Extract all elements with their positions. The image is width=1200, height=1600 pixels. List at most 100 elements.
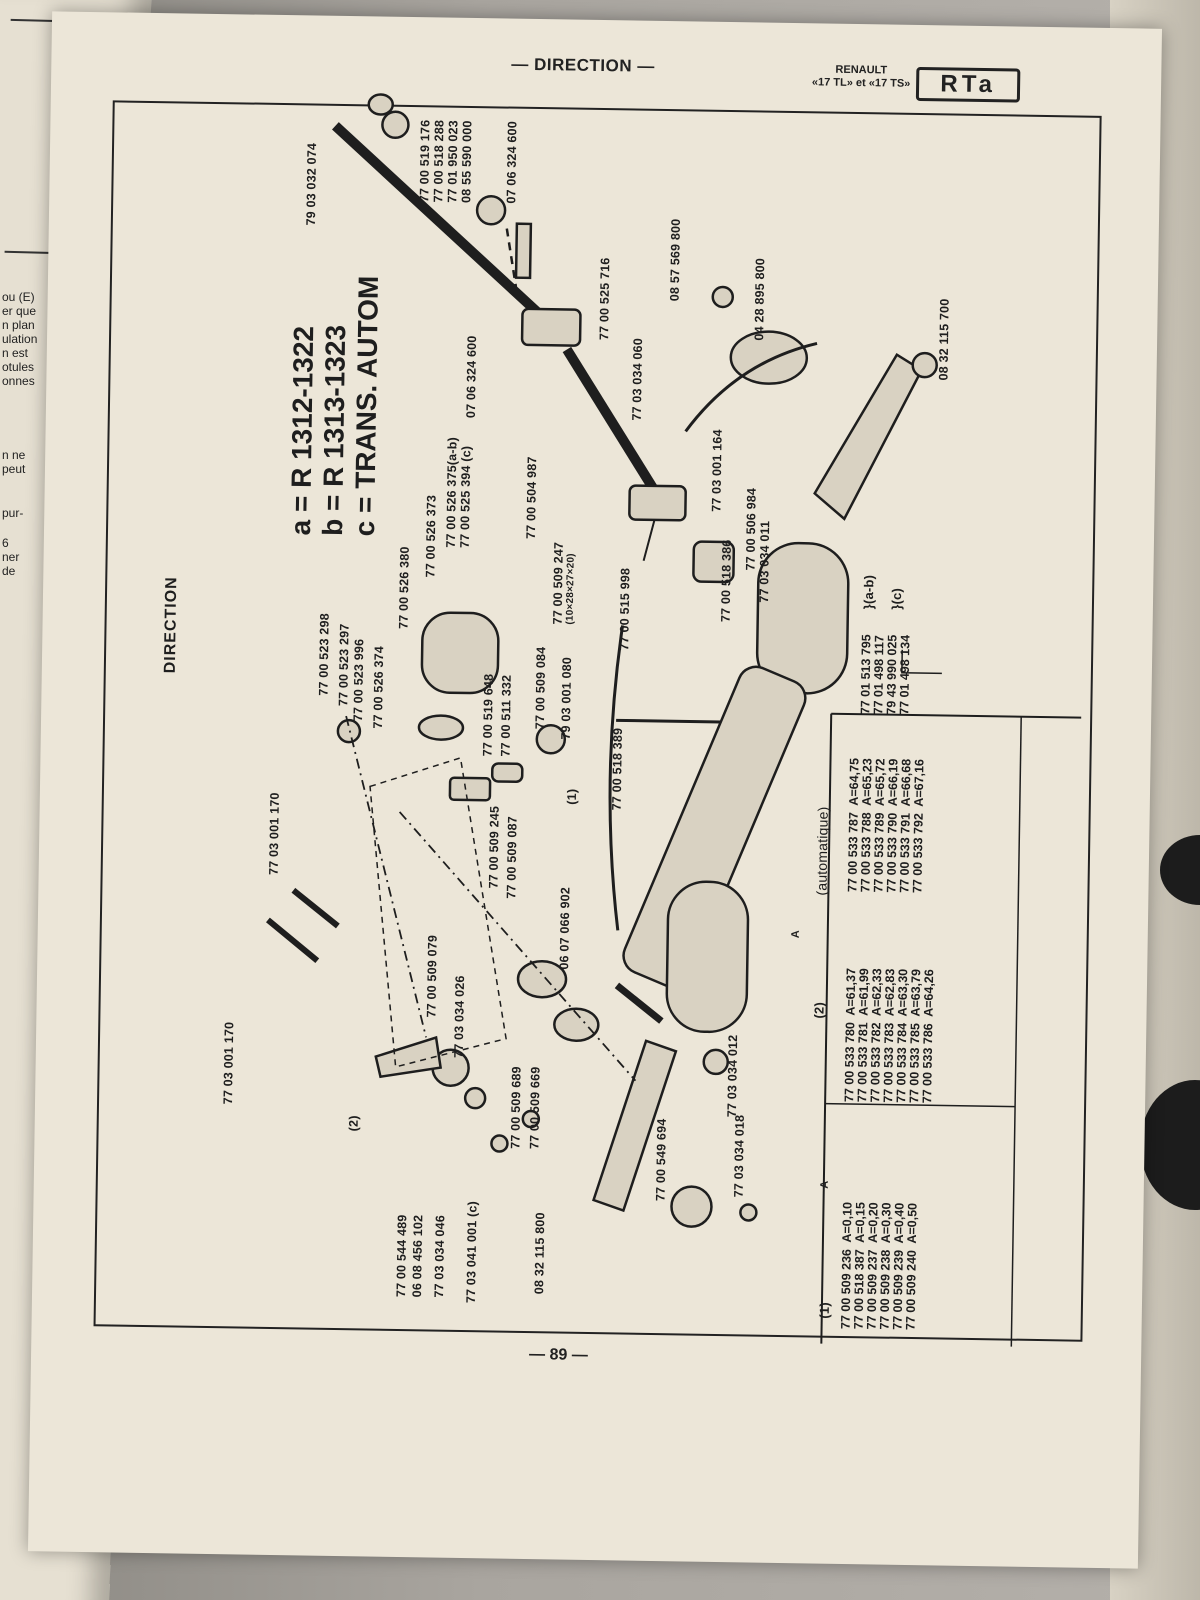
- left-page-line: ner: [2, 550, 20, 564]
- nut: [739, 1203, 758, 1222]
- ball-joint-boot: [670, 1185, 713, 1228]
- part-label: 77 00 509 079: [424, 934, 440, 1018]
- table-divider: [825, 1102, 1016, 1108]
- assembly-dash: [505, 228, 518, 287]
- part-label: 77 00 525 394 (c): [457, 445, 474, 549]
- part-label: 08 32 115 700: [936, 298, 952, 381]
- cut-line: [616, 718, 722, 724]
- bolt: [514, 222, 533, 280]
- part-label: 77 00 523 298: [316, 613, 332, 696]
- section-title: DIRECTION: [161, 576, 181, 674]
- clip: [711, 285, 735, 309]
- part-label: 77 00 509 245: [486, 805, 502, 889]
- part-label: 77 03 001 170: [221, 1021, 237, 1105]
- bracket-group: 77 01 513 795 77 01 498 117 79 43 990 02…: [858, 634, 913, 715]
- part-label: 77 00 544 489: [394, 1214, 410, 1298]
- part-label: 77 00 519 648: [480, 673, 496, 757]
- part-number: 77 00 533 792: [910, 813, 926, 894]
- part-label: (2): [346, 1115, 361, 1132]
- part-label: 77 00 515 998: [617, 567, 633, 651]
- part-label: 77 00 525 716: [597, 257, 613, 341]
- plunger: [448, 776, 492, 802]
- housing-outline-dashed: [369, 756, 507, 1068]
- part-label: 77 03 034 018: [731, 1114, 747, 1198]
- table-divider: [1010, 716, 1022, 1347]
- table1-row: 77 00 509 240 A=0,50: [904, 1202, 920, 1330]
- snap-ring: [367, 93, 394, 116]
- part-label: 77 00 504 987: [523, 456, 540, 540]
- part-label: 77 00 523 996: [351, 638, 367, 722]
- intermediate-shaft: [562, 346, 659, 494]
- left-page-line: n plan: [2, 318, 35, 332]
- left-page-line: ou (E): [2, 290, 35, 304]
- ball-joint: [911, 351, 938, 379]
- part-label: 06 08 456 102: [410, 1214, 426, 1298]
- part-label: 77 03 034 012: [724, 1034, 741, 1118]
- part-label: 77 00 523 297: [336, 623, 352, 707]
- part-label: 08 55 590 000: [459, 120, 475, 204]
- part-label: 04 28 895 800: [752, 257, 768, 341]
- cover-plate: [535, 724, 567, 755]
- part-label: 77 03 034 026: [451, 975, 468, 1059]
- o-ring: [417, 714, 465, 741]
- end-plate: [516, 959, 568, 999]
- bolt: [291, 887, 340, 929]
- tie-rod-left: [591, 1039, 678, 1213]
- part-label: 77 00 509 247: [550, 541, 566, 625]
- part-label: 06 07 066 902: [557, 886, 573, 970]
- left-page-line: 6: [2, 536, 9, 550]
- part-label: 77 03 034 046: [432, 1214, 448, 1298]
- part-label: 77 00 526 373: [423, 494, 439, 578]
- cut-line: [684, 341, 818, 433]
- nut: [490, 1134, 509, 1153]
- table2-note: (automatique): [813, 806, 831, 896]
- part-label: 77 00 519 176: [417, 119, 433, 203]
- exploded-diagram: [266, 93, 1082, 1347]
- left-page-line: otules: [2, 360, 35, 374]
- nut: [521, 1109, 541, 1129]
- bracket-label-ab: }(a-b): [860, 574, 877, 610]
- part-label: (1): [564, 788, 580, 805]
- manual-page: — DIRECTION — RENAULT «17 TL» et «17 TS»…: [27, 11, 1163, 1569]
- table2-col2: 77 00 533 787 A=64,75 77 00 533 788 A=65…: [845, 758, 927, 894]
- bearing: [381, 110, 410, 140]
- nut: [702, 1048, 729, 1076]
- part-label: 77 03 041 001 (c): [463, 1200, 480, 1304]
- left-page-line: peut: [2, 462, 26, 476]
- steering-column-shaft: [332, 122, 571, 344]
- left-page-text: ou (E) er que n plan ulation n est otule…: [2, 290, 37, 578]
- dimension: A=0,50: [904, 1202, 920, 1244]
- bracket: [374, 1035, 443, 1079]
- flange: [628, 484, 687, 522]
- center-line: [398, 811, 637, 1082]
- left-page-line: n ne: [2, 448, 26, 462]
- table-divider: [820, 713, 833, 1344]
- part-label: 77 00 518 389: [609, 727, 625, 811]
- table2-row: 77 00 533 786 A=64,26: [920, 969, 936, 1104]
- dimension: A=67,16: [911, 758, 927, 807]
- cut-line: [608, 625, 625, 931]
- part-label: 77 03 034 011: [756, 520, 773, 603]
- bracket-label-c: }(c): [888, 587, 905, 610]
- part-label: 77 00 509 669: [527, 1066, 543, 1150]
- left-page-line: pur-: [2, 506, 24, 520]
- part-label: 77 01 950 023: [445, 120, 461, 203]
- center-line: [345, 715, 427, 1038]
- part-label: 77 00 509 084: [532, 646, 549, 730]
- table2-col1: 77 00 533 780 A=61,37 77 00 533 781 A=61…: [842, 968, 936, 1104]
- part-label: 77 00 509 087: [504, 816, 520, 899]
- part-label: 08 57 569 800: [667, 218, 683, 302]
- left-page-gap: [2, 388, 37, 448]
- part-label: 77 00 518 288: [431, 119, 447, 203]
- part-label: 08 32 115 800: [532, 1212, 548, 1295]
- bracket-item: 77 01 498 134: [897, 634, 913, 715]
- part-label: 07 06 324 600: [463, 335, 480, 419]
- washer: [463, 1086, 487, 1110]
- end-plate: [553, 1007, 600, 1042]
- part-number: 77 00 533 786: [920, 1023, 936, 1104]
- spring: [490, 762, 524, 784]
- part-label: 77 00 509 689: [508, 1066, 524, 1149]
- bolt: [266, 917, 320, 963]
- part-label: 77 00 506 984: [743, 487, 759, 571]
